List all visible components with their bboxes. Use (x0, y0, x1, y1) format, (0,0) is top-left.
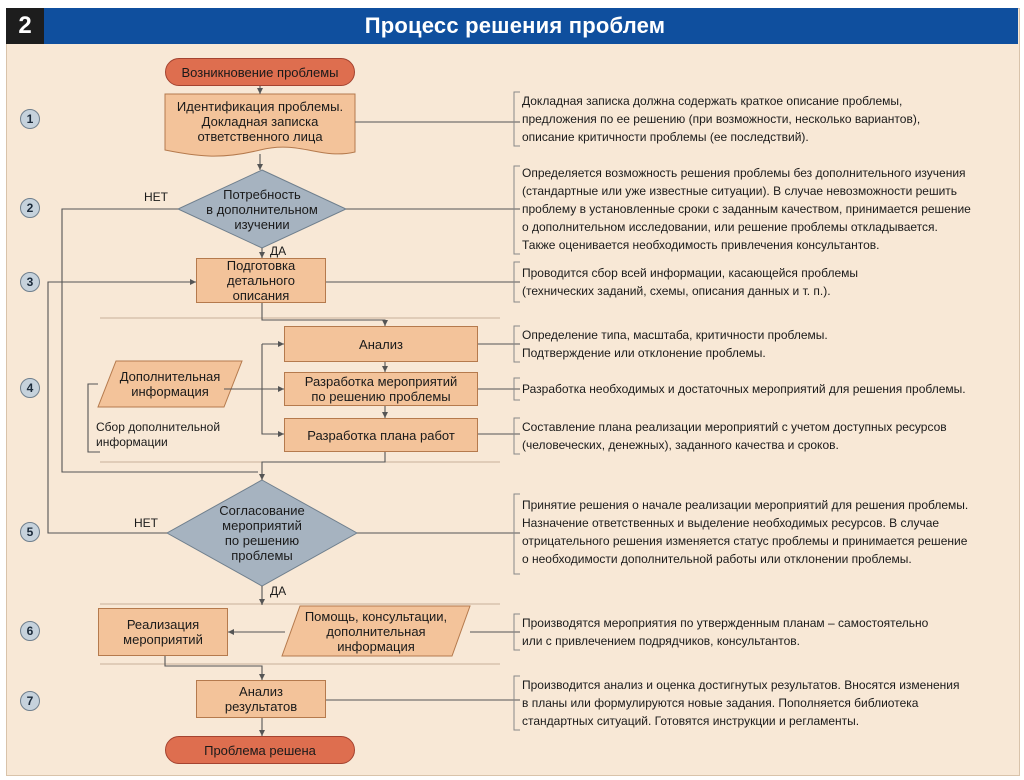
description-3: Проводится сбор всей информации, касающе… (522, 266, 858, 298)
description-5: Принятие решения о начале реализации мер… (522, 498, 969, 566)
yes-label-1: ДА (270, 244, 287, 258)
detailed-description-node: Подготовка детального описания (196, 258, 326, 303)
help-parallelogram (281, 605, 471, 657)
analysis-node: Анализ (284, 326, 478, 362)
header-bar (6, 8, 1018, 44)
work-plan-node: Разработка плана работ (284, 418, 478, 452)
description-6: Производятся мероприятия по утвержденным… (522, 616, 929, 648)
step-marker-3: 3 (20, 272, 40, 292)
step-marker-4: 4 (20, 378, 40, 398)
no-label-2: НЕТ (134, 516, 158, 530)
step-marker-7: 7 (20, 691, 40, 711)
diagram-title: Процесс решения проблем (364, 13, 666, 38)
step-marker-1: 1 (20, 109, 40, 129)
step-marker-6: 6 (20, 621, 40, 641)
start-terminal: Возникновение проблемы (165, 58, 355, 86)
implementation-node: Реализация мероприятий (98, 608, 228, 656)
results-analysis-node: Анализ результатов (196, 680, 326, 718)
description-4c: Составление плана реализации мероприятий… (522, 420, 947, 452)
measures-development-node: Разработка мероприятий по решению пробле… (284, 372, 478, 406)
yes-label-2: ДА (270, 584, 287, 598)
description-1: Докладная записка должна содержать кратк… (522, 94, 921, 144)
help-node: Помощь, консультации, дополнительная инф… (304, 608, 448, 654)
description-4b: Разработка необходимых и достаточных мер… (522, 382, 966, 396)
identification-node: Идентификация проблемы. Докладная записк… (176, 98, 344, 144)
connectors (47, 86, 520, 736)
step-marker-2: 2 (20, 198, 40, 218)
step-marker-5: 5 (20, 522, 40, 542)
identification-document-shape (164, 93, 356, 157)
end-terminal: Проблема решена (165, 736, 355, 764)
need-study-node: Потребность в дополнительном изучении (206, 186, 318, 232)
no-label-1: НЕТ (144, 190, 168, 204)
description-4a: Определение типа, масштаба, критичности … (522, 328, 828, 360)
additional-info-parallelogram (97, 360, 243, 408)
additional-info-node: Дополнительная информация (119, 369, 221, 399)
figure-number: 2 (6, 8, 44, 44)
description-brackets (513, 91, 520, 731)
description-2: Определяется возможность решения проблем… (522, 166, 971, 252)
collect-info-label: Сбор дополнительной информации (96, 420, 221, 449)
description-7: Производится анализ и оценка достигнутых… (522, 678, 960, 728)
approval-node: Согласование мероприятий по решению проб… (219, 503, 305, 563)
